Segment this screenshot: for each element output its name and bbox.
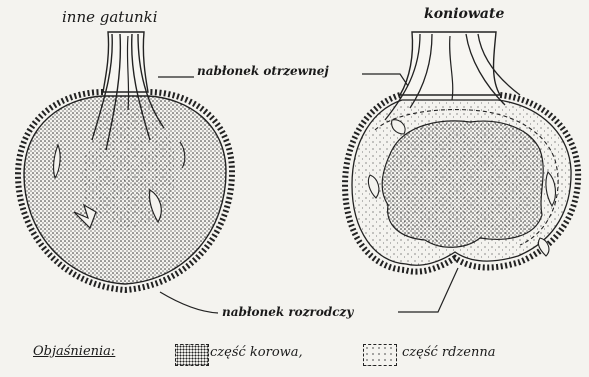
right-cortex — [382, 121, 543, 247]
repro-pointer-right — [398, 268, 458, 312]
right-title: koniowate — [424, 6, 504, 22]
legend-cortex-label: część korowa, — [210, 345, 303, 360]
left-title: inne gatunki — [62, 8, 158, 26]
repro-pointer-left — [160, 292, 218, 313]
left-stalk — [103, 32, 148, 92]
right-ovary — [345, 32, 578, 272]
legend-cortex-swatch — [175, 344, 209, 366]
outer-membrane-label: nabłonek otrzewnej — [197, 64, 329, 78]
outer-membrane-pointer-right — [362, 74, 408, 86]
reproductive-membrane-label: nabłonek rozrodczy — [222, 305, 353, 319]
legend-medulla-label: część rdzenna — [402, 345, 495, 360]
legend-title: Objaśnienia: — [33, 344, 115, 359]
legend-medulla-swatch — [363, 344, 397, 366]
